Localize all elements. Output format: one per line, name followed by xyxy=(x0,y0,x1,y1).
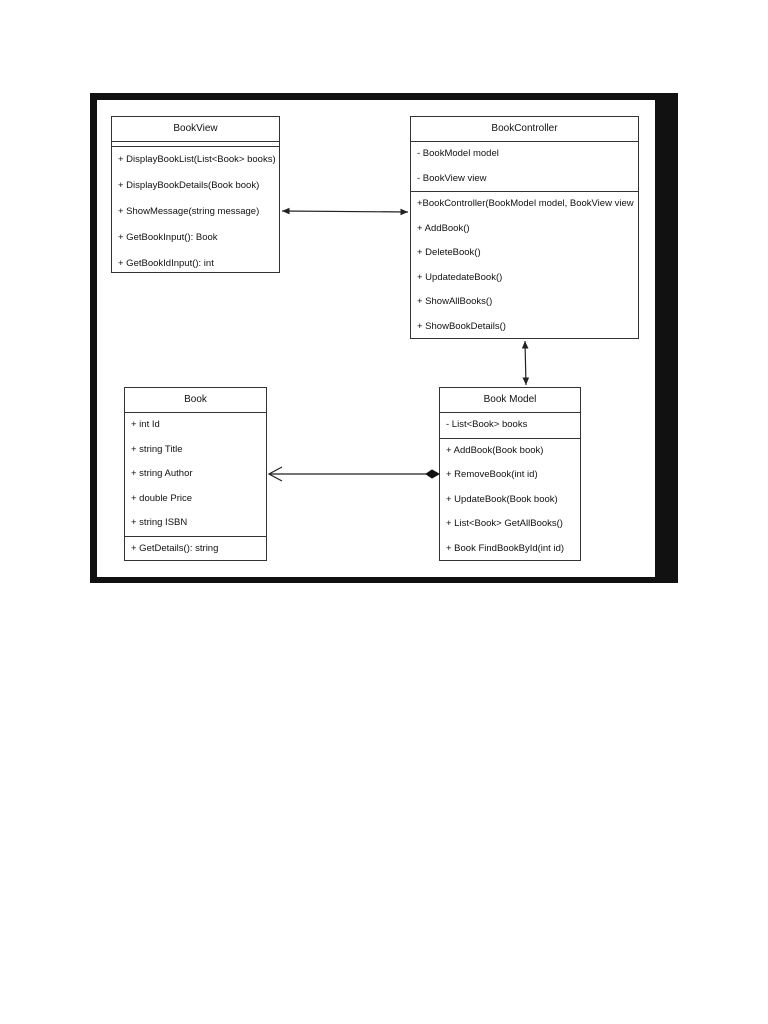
attribute: + string Title xyxy=(131,443,183,455)
methods-section: + AddBook(Book book) + RemoveBook(int id… xyxy=(440,439,580,562)
attribute: + string ISBN xyxy=(131,517,188,528)
method: + UpdateBook(Book book) xyxy=(446,493,558,505)
attribute: + int Id xyxy=(131,419,160,430)
method: + List<Book> GetAllBooks() xyxy=(446,518,563,529)
method: + DisplayBookList(List<Book> books) xyxy=(118,154,276,165)
method: + GetBookIdInput(): int xyxy=(118,258,214,269)
attribute: - List<Book> books xyxy=(446,419,528,430)
attribute: - BookView view xyxy=(417,172,487,184)
class-name: Book xyxy=(125,388,266,413)
method: + GetBookInput(): Book xyxy=(118,232,218,243)
attribute: - BookModel model xyxy=(417,148,499,159)
method: + RemoveBook(int id) xyxy=(446,469,538,480)
attribute: + double Price xyxy=(131,492,192,504)
method: + AddBook() xyxy=(417,222,470,234)
method: + DeleteBook() xyxy=(417,247,481,258)
attributes-section xyxy=(112,142,279,147)
method: + Book FindBookById(int id) xyxy=(446,542,565,554)
method: + ShowMessage(string message) xyxy=(118,206,260,217)
attributes-section: + int Id + string Title + string Author … xyxy=(125,413,266,537)
class-bookmodel: Book Model - List<Book> books + AddBook(… xyxy=(439,387,581,561)
methods-section: + DisplayBookList(List<Book> books) + Di… xyxy=(112,147,279,277)
attributes-section: - List<Book> books xyxy=(440,413,580,439)
method: + GetDetails(): string xyxy=(131,542,219,554)
class-bookview: BookView + DisplayBookList(List<Book> bo… xyxy=(111,116,280,273)
method: +BookController(BookModel model, BookVie… xyxy=(417,198,634,209)
class-book: Book + int Id + string Title + string Au… xyxy=(124,387,267,561)
methods-section: + GetDetails(): string xyxy=(125,537,266,562)
method: + ShowBookDetails() xyxy=(417,320,506,332)
method: + ShowAllBooks() xyxy=(417,296,493,307)
method: + DisplayBookDetails(Book book) xyxy=(118,180,260,191)
methods-section: +BookController(BookModel model, BookVie… xyxy=(411,192,638,339)
class-name: BookView xyxy=(112,117,279,142)
attribute: + string Author xyxy=(131,468,193,479)
class-name: BookController xyxy=(411,117,638,142)
method: + AddBook(Book book) xyxy=(446,444,544,456)
class-bookcontroller: BookController - BookModel model - BookV… xyxy=(410,116,639,339)
class-name: Book Model xyxy=(440,388,580,413)
method: + UpdatedateBook() xyxy=(417,271,503,283)
attributes-section: - BookModel model - BookView view xyxy=(411,142,638,192)
